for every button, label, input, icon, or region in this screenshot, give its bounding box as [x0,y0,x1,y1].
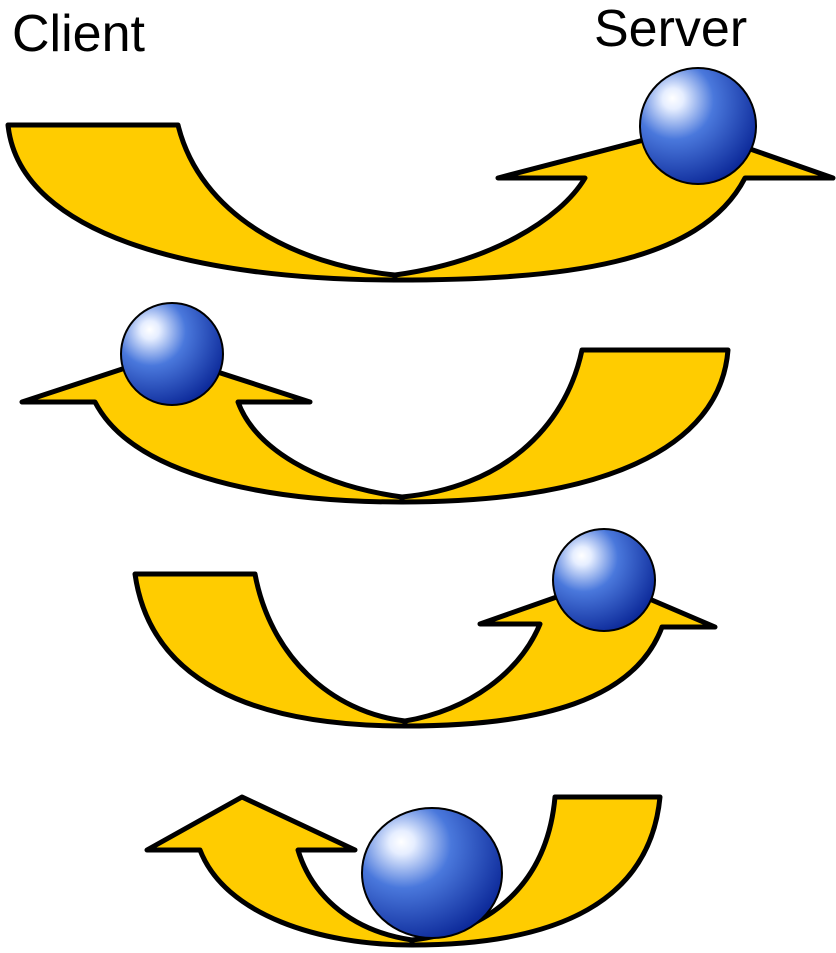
return-arc-3 [135,574,405,726]
ball-at-server-1 [640,68,756,184]
return-arc-2 [402,350,728,502]
ball-in-transit-4 [362,808,502,938]
ball-at-server-3 [553,529,655,631]
forward-arrow-1 [395,128,833,280]
arrow-row-2 [22,303,728,502]
arrow-row-3 [135,529,715,726]
arrow-row-4 [147,797,660,945]
ball-at-client-2 [121,303,223,405]
return-arc-1 [8,125,395,280]
arrow-row-1 [8,68,833,280]
